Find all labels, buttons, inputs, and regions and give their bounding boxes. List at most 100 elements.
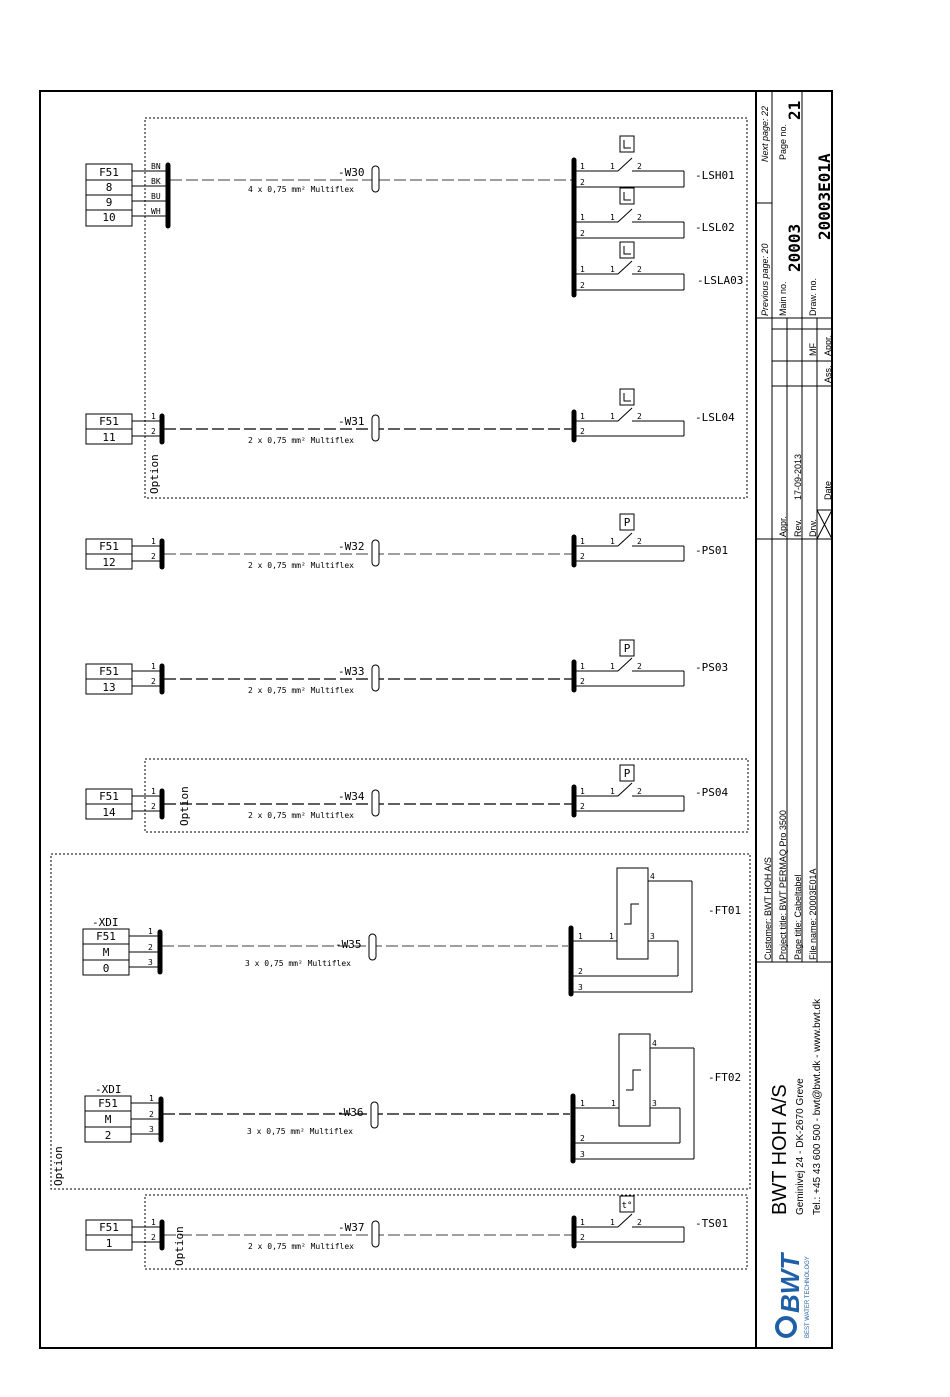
svg-text:2 x 0,75 mm² Multiflex: 2 x 0,75 mm² Multiflex xyxy=(248,1242,354,1251)
svg-text:P: P xyxy=(624,516,631,529)
device-label: -LSL04 xyxy=(695,411,735,424)
file-name: File name: 20003E01A xyxy=(808,868,818,960)
svg-text:2 x 0,75 mm² Multiflex: 2 x 0,75 mm² Multiflex xyxy=(248,561,354,570)
svg-text:14: 14 xyxy=(102,806,116,819)
logo-text: BWT xyxy=(775,1252,805,1313)
circuit-w35: -XDI F51 M 0 1 2 3 -W35 3 x 0,75 mm² Mul… xyxy=(82,867,741,997)
company-contact: Tel.: +45 43 600 500 - bwt@bwt.dk - www.… xyxy=(812,998,823,1215)
svg-text:11: 11 xyxy=(102,431,115,444)
svg-text:-W37: -W37 xyxy=(338,1221,365,1234)
svg-text:4: 4 xyxy=(652,1039,657,1048)
svg-text:-W35: -W35 xyxy=(335,938,362,951)
core-label: WH xyxy=(151,207,161,216)
svg-text:3: 3 xyxy=(652,1099,657,1108)
svg-text:2: 2 xyxy=(151,1233,156,1242)
svg-text:-XDI: -XDI xyxy=(95,1083,122,1096)
device-label: -PS04 xyxy=(695,786,728,799)
core-label: BK xyxy=(151,177,161,186)
svg-text:2: 2 xyxy=(578,967,583,976)
device-label: -LSL02 xyxy=(695,221,735,234)
bwt-logo: BWT BEST WATER TECHNOLOGY xyxy=(775,1252,811,1338)
svg-text:2: 2 xyxy=(637,1218,642,1227)
page-no-label: Page no. xyxy=(778,124,788,160)
svg-text:3: 3 xyxy=(149,1125,154,1134)
circuit-w37: F51 1 1 2 -W37 2 x 0,75 mm² Multiflex t°… xyxy=(85,1195,728,1251)
svg-text:1: 1 xyxy=(151,537,156,546)
svg-text:3: 3 xyxy=(650,932,655,941)
svg-text:3: 3 xyxy=(578,983,583,992)
svg-text:F51: F51 xyxy=(96,930,116,943)
svg-text:-W32: -W32 xyxy=(338,540,365,553)
svg-text:1: 1 xyxy=(151,662,156,671)
customer: Customer: BWT HOH A/S xyxy=(763,857,773,960)
svg-text:2: 2 xyxy=(580,427,585,436)
company-name: BWT HOH A/S xyxy=(769,1084,791,1215)
svg-text:-XDI: -XDI xyxy=(92,916,119,929)
project-title: Project title: BWT PERMAQ Pro 3500 xyxy=(778,810,788,960)
page-no: 21 xyxy=(785,101,804,120)
svg-text:1: 1 xyxy=(580,787,585,796)
svg-text:1: 1 xyxy=(580,412,585,421)
main-no-label: Main no. xyxy=(778,281,788,316)
circuit-w34: F51 14 1 2 -W34 2 x 0,75 mm² Multiflex P… xyxy=(85,764,728,820)
option-frame-level xyxy=(144,117,748,499)
svg-text:1: 1 xyxy=(610,213,615,222)
svg-text:1: 1 xyxy=(610,537,615,546)
device-label: -PS03 xyxy=(695,661,728,674)
svg-text:-W31: -W31 xyxy=(338,415,365,428)
svg-text:2: 2 xyxy=(580,178,585,187)
date-label: Date xyxy=(823,481,833,500)
terminal-label: F51 xyxy=(99,166,119,179)
title-block: Next page: 22 Previous page: 20 Page no.… xyxy=(756,91,834,1338)
svg-text:2: 2 xyxy=(149,1110,154,1119)
svg-text:2: 2 xyxy=(148,943,153,952)
svg-text:1: 1 xyxy=(580,1099,585,1108)
appr-2: Appr. xyxy=(778,516,788,537)
svg-text:1: 1 xyxy=(151,412,156,421)
previous-page: Previous page: 20 xyxy=(760,243,770,316)
svg-text:0: 0 xyxy=(103,962,110,975)
draw-no: 20003E01A xyxy=(815,153,834,240)
svg-text:1: 1 xyxy=(610,662,615,671)
svg-text:1: 1 xyxy=(580,662,585,671)
terminal-label: 8 xyxy=(106,181,113,194)
svg-text:2: 2 xyxy=(580,677,585,686)
option-frame-flow xyxy=(50,853,751,1190)
svg-text:2: 2 xyxy=(637,213,642,222)
svg-text:M: M xyxy=(105,1113,112,1126)
svg-text:1: 1 xyxy=(610,787,615,796)
svg-text:F51: F51 xyxy=(99,540,119,553)
terminal-label: 9 xyxy=(106,196,113,209)
core-label: BN xyxy=(151,162,161,171)
svg-text:1: 1 xyxy=(580,162,585,171)
svg-text:M: M xyxy=(103,946,110,959)
option-label-4: Option xyxy=(173,1226,186,1266)
svg-text:2: 2 xyxy=(105,1129,112,1142)
device-label: -PS01 xyxy=(695,544,728,557)
device-lsla03: 1 1 2 2 -LSLA03 xyxy=(574,241,743,291)
svg-text:t°: t° xyxy=(622,1201,633,1211)
main-no: 20003 xyxy=(785,224,804,272)
svg-text:2: 2 xyxy=(151,552,156,561)
drw: Drw. xyxy=(808,519,818,537)
svg-text:F51: F51 xyxy=(99,415,119,428)
svg-text:2: 2 xyxy=(637,162,642,171)
next-page: Next page: 22 xyxy=(760,106,770,162)
svg-text:-W33: -W33 xyxy=(338,665,365,678)
cable-spec: 4 x 0,75 mm² Multiflex xyxy=(248,185,354,194)
svg-text:1: 1 xyxy=(580,1218,585,1227)
device-label: -FT02 xyxy=(708,1071,741,1084)
svg-text:2 x 0,75 mm² Multiflex: 2 x 0,75 mm² Multiflex xyxy=(248,686,354,695)
svg-text:12: 12 xyxy=(102,556,115,569)
svg-text:2: 2 xyxy=(637,265,642,274)
option-label-2: Option xyxy=(178,786,191,826)
device-label: -FT01 xyxy=(708,904,741,917)
svg-text:2: 2 xyxy=(637,787,642,796)
svg-text:2: 2 xyxy=(580,281,585,290)
svg-text:F51: F51 xyxy=(99,665,119,678)
svg-text:P: P xyxy=(624,642,631,655)
svg-text:2: 2 xyxy=(580,552,585,561)
svg-text:1: 1 xyxy=(106,1237,113,1250)
svg-text:1: 1 xyxy=(580,213,585,222)
